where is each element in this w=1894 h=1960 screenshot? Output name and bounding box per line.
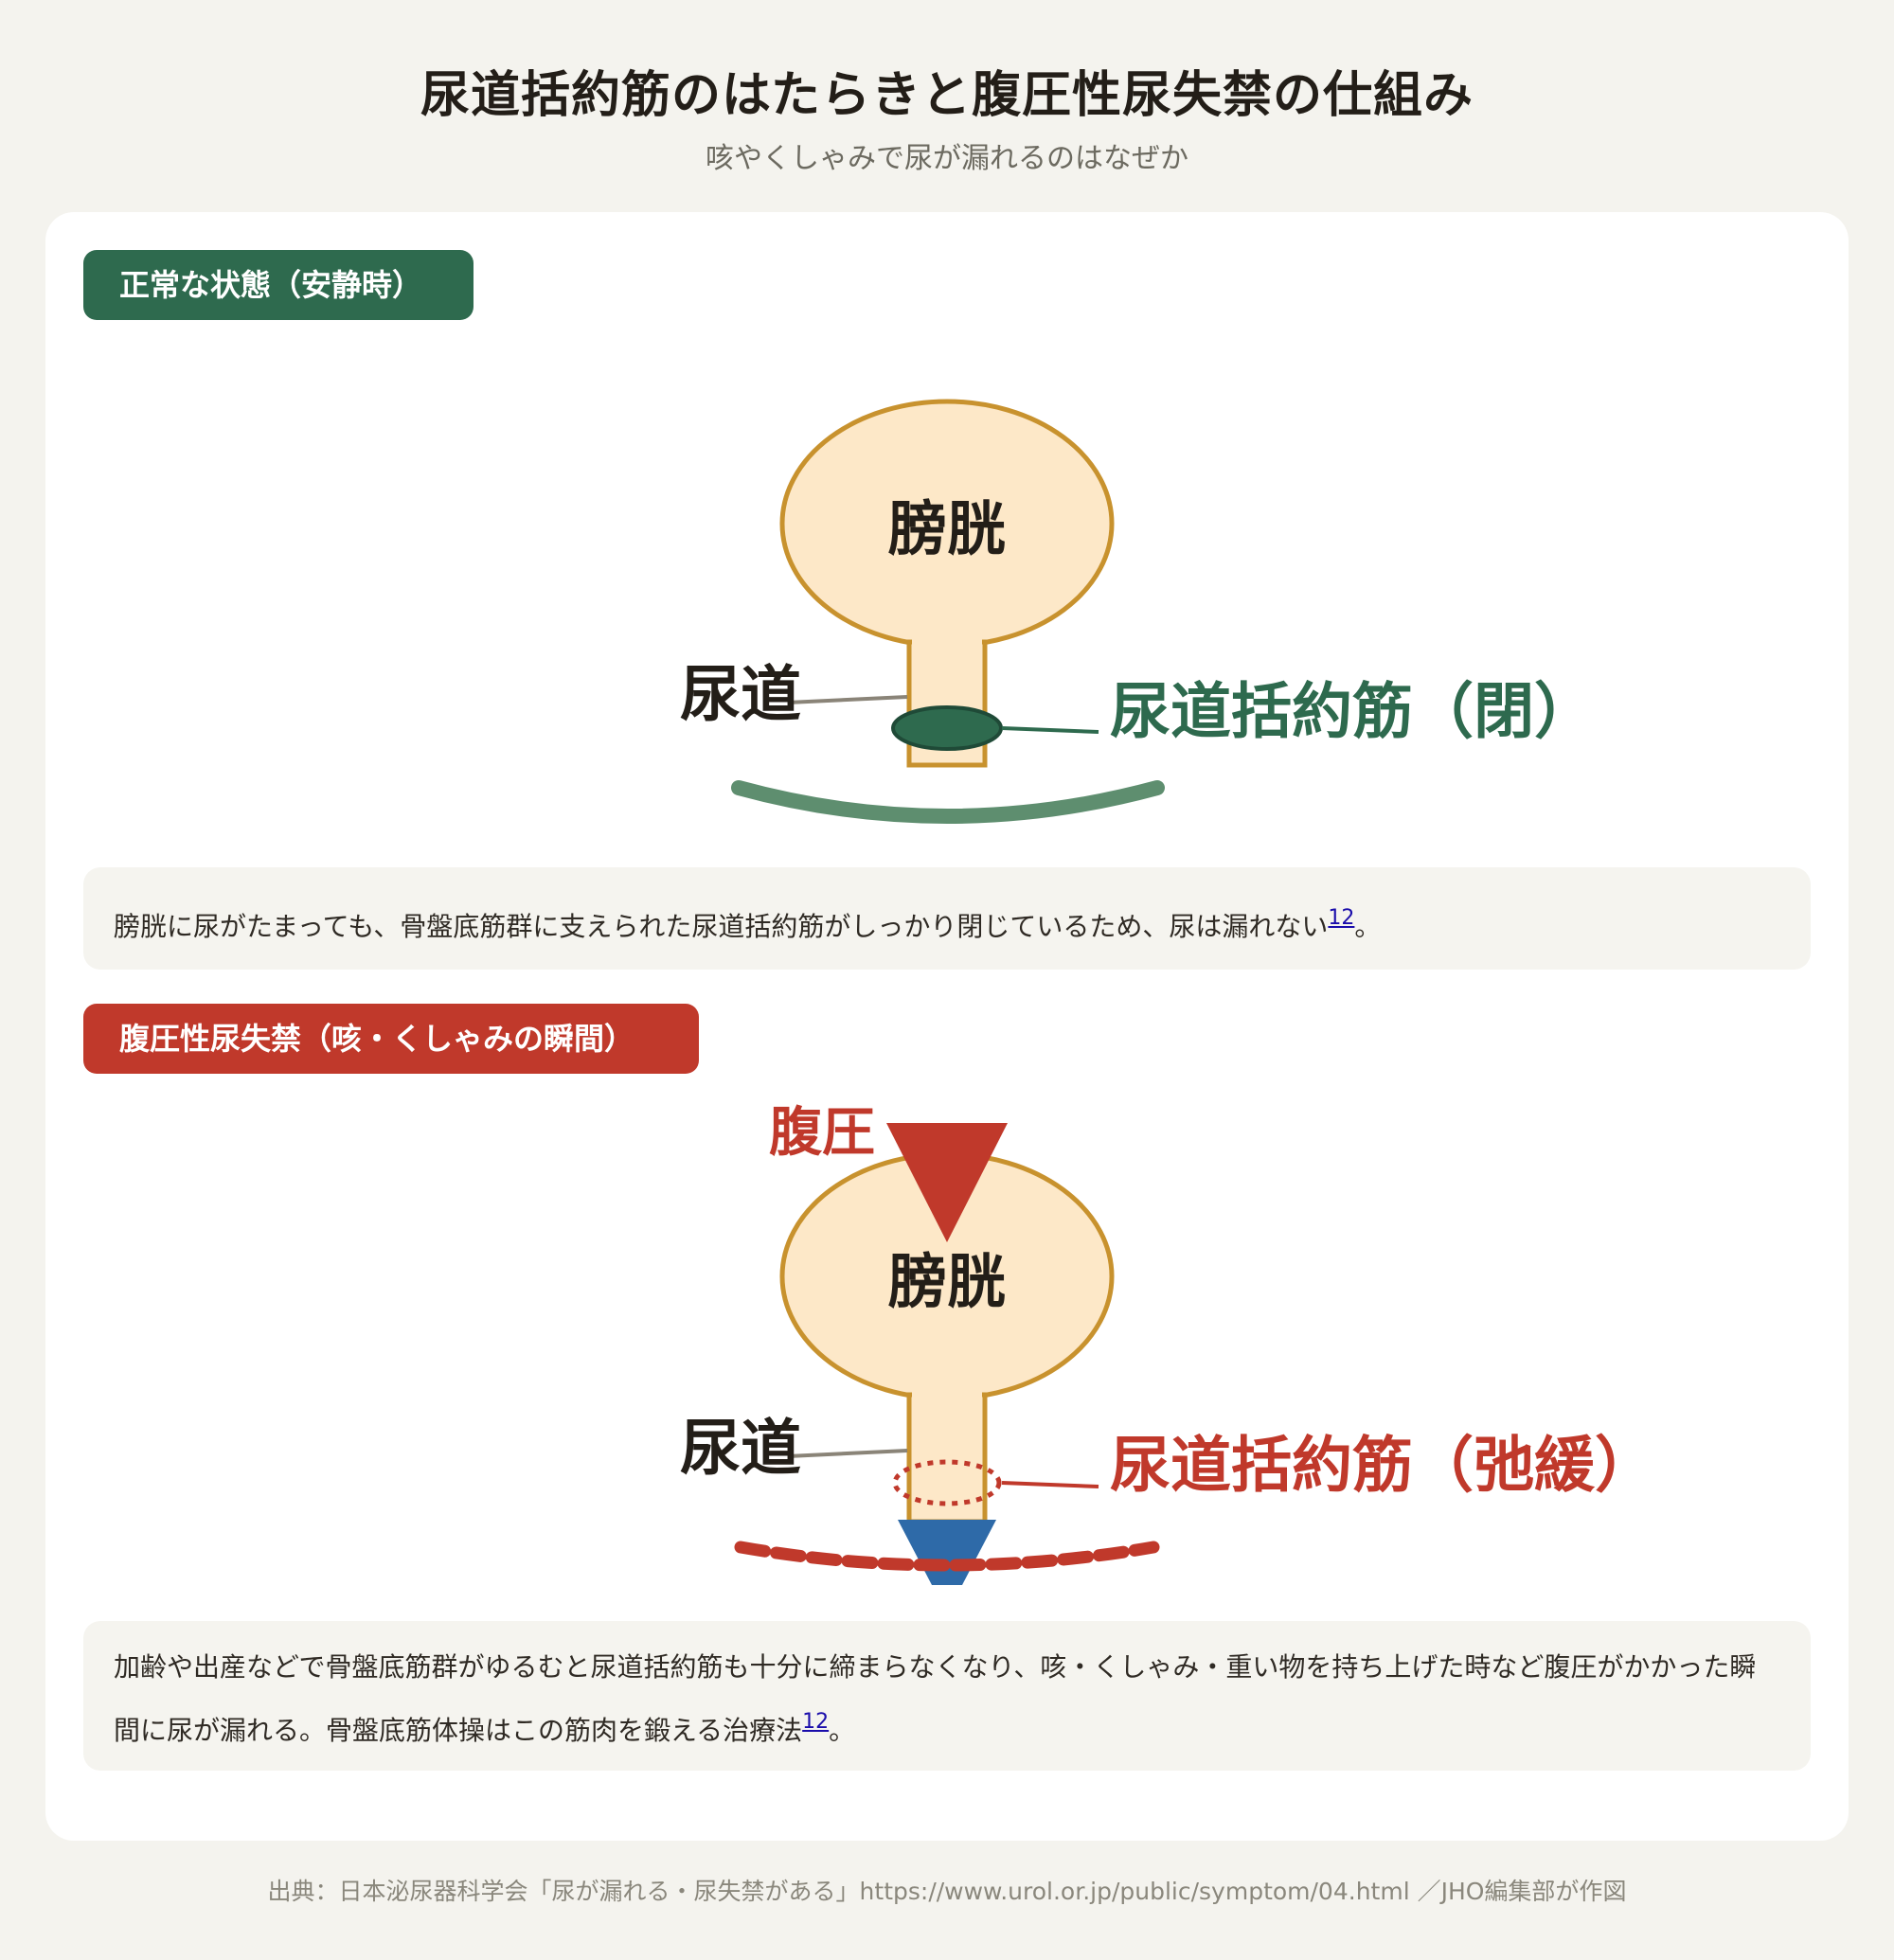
normal-state-badge: 正常な状態（安静時） xyxy=(83,250,474,320)
page-title: 尿道括約筋のはたらきと腹圧性尿失禁の仕組み xyxy=(420,67,1474,124)
pelvic-floor-muscle-weak xyxy=(734,1541,1160,1572)
sphincter-relaxed xyxy=(892,1459,1002,1506)
stress-citation-link[interactable]: 12 xyxy=(802,1710,830,1734)
urethra-leader-line xyxy=(787,1449,908,1458)
sphincter-leader-line xyxy=(1001,1481,1099,1488)
normal-explanation-end: 。 xyxy=(1354,911,1382,942)
pressure-label: 腹圧 xyxy=(769,1102,875,1164)
urethra-label: 尿道 xyxy=(680,1415,801,1485)
stress-explanation-text: 加齢や出産などで骨盤底筋群がゆるむと尿道括約筋も十分に締まらなくなり、咳・くしゃ… xyxy=(114,1651,1757,1746)
stress-incontinence-badge: 腹圧性尿失禁（咳・くしゃみの瞬間） xyxy=(83,1004,699,1074)
normal-explanation: 膀胱に尿がたまっても、骨盤底筋群に支えられた尿道括約筋がしっかり閉じているため、… xyxy=(83,867,1811,970)
stress-diagram: 膀胱 腹圧 尿道 尿道括約筋（弛緩） xyxy=(680,1102,1655,1585)
pelvic-floor-muscle xyxy=(731,780,1165,824)
normal-diagram: 膀胱 尿道 尿道括約筋（閉） xyxy=(680,399,1595,824)
urethra-tube xyxy=(906,1392,988,1524)
normal-citation-link[interactable]: 12 xyxy=(1328,906,1355,930)
urethra-label: 尿道 xyxy=(680,661,801,731)
page-subtitle: 咳やくしゃみで尿が漏れるのはなぜか xyxy=(706,142,1188,175)
sphincter-closed xyxy=(891,705,1003,751)
normal-explanation-text: 膀胱に尿がたまっても、骨盤底筋群に支えられた尿道括約筋がしっかり閉じているため、… xyxy=(114,911,1329,942)
source-footer: 出典：日本泌尿器科学会「尿が漏れる・尿失禁がある」https://www.uro… xyxy=(267,1878,1627,1905)
stress-explanation-end: 。 xyxy=(829,1715,856,1746)
urethra-join xyxy=(912,1387,982,1400)
bladder-label: 膀胱 xyxy=(888,494,1006,563)
bladder-label: 膀胱 xyxy=(888,1247,1006,1316)
pressure-arrow xyxy=(886,1123,1008,1242)
sphincter-leader-line xyxy=(1001,726,1099,734)
urine-leak xyxy=(898,1520,996,1585)
sphincter-relaxed-label: 尿道括約筋（弛緩） xyxy=(1110,1432,1655,1502)
stress-explanation: 加齢や出産などで骨盤底筋群がゆるむと尿道括約筋も十分に締まらなくなり、咳・くしゃ… xyxy=(83,1621,1811,1771)
urethra-leader-line xyxy=(787,695,908,704)
urethra-join xyxy=(912,634,982,648)
sphincter-closed-label: 尿道括約筋（閉） xyxy=(1110,678,1595,748)
